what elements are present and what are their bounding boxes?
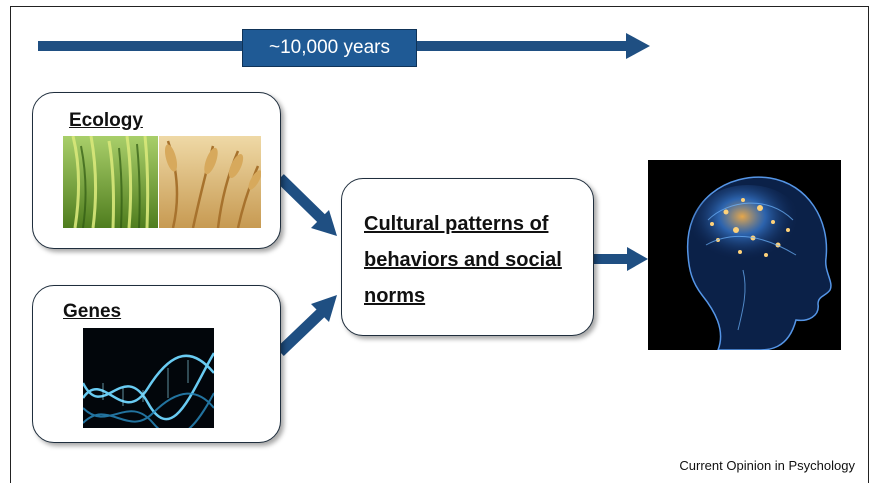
genes-box: Genes — [32, 285, 281, 443]
brain-head-image — [648, 160, 841, 350]
rice-and-wheat-image — [63, 136, 261, 228]
genes-label: Genes — [63, 301, 122, 322]
cultural-patterns-box: Cultural patterns of behaviors and socia… — [341, 178, 594, 336]
center-to-brain-arrow — [593, 247, 648, 271]
timeline-label: ~10,000 years — [242, 29, 417, 67]
dna-helix-image — [83, 328, 214, 428]
journal-credit: Current Opinion in Psychology — [679, 458, 855, 473]
ecology-to-center-arrow — [276, 174, 337, 236]
ecology-box: Ecology — [32, 92, 281, 249]
ecology-label: Ecology — [69, 110, 143, 131]
genes-to-center-arrow — [276, 295, 337, 356]
cultural-patterns-label: Cultural patterns of behaviors and socia… — [364, 213, 562, 307]
